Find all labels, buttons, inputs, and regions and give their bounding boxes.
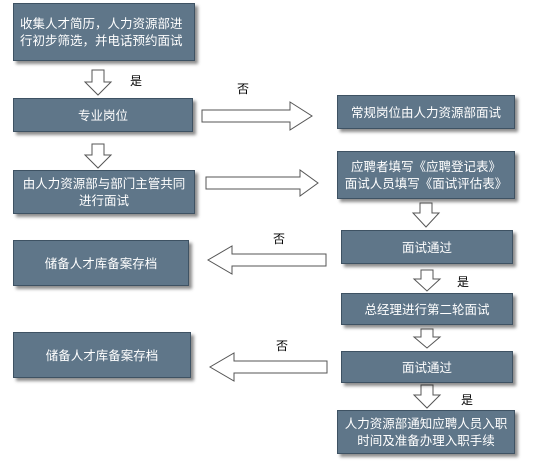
down-arrow-icon: [412, 269, 442, 292]
yes-label: 是: [457, 275, 470, 289]
gm-second-round-box: 总经理进行第二轮面试: [341, 293, 513, 325]
right-arrow-icon: [205, 169, 319, 197]
notify-onboarding-text: 人力资源部通知应聘人员入职 时间及准备办理入职手续: [344, 416, 508, 448]
regular-position-box: 常规岗位由人力资源部面试: [337, 95, 515, 129]
collect-resumes-box: 收集人才简历，人力资源部进 行初步筛选，并电话预约面试: [13, 3, 195, 61]
fill-forms-text: 应聘者填写《应聘登记表》 面试人员填写《面试评估表》: [344, 159, 508, 191]
talent-pool-archive-text-1: 储备人才库备案存档: [44, 255, 158, 271]
notify-onboarding-box: 人力资源部通知应聘人员入职 时间及准备办理入职手续: [337, 410, 515, 454]
down-arrow-icon: [411, 202, 441, 228]
down-arrow-icon: [412, 384, 442, 409]
yes-label: 是: [461, 393, 474, 407]
left-arrow-icon: [207, 245, 327, 275]
right-arrow-icon: [201, 101, 313, 131]
interview-passed-box-1: 面试通过: [341, 230, 513, 264]
talent-pool-archive-box-1: 储备人才库备案存档: [13, 240, 189, 286]
collect-resumes-text: 收集人才简历，人力资源部进 行初步筛选，并电话预约面试: [20, 16, 183, 48]
joint-interview-text: 由人力资源部与部门主管共同 进行面试: [22, 176, 186, 208]
yes-label: 是: [130, 74, 143, 88]
gm-second-round-text: 总经理进行第二轮面试: [364, 301, 490, 317]
regular-position-text: 常规岗位由人力资源部面试: [350, 104, 501, 120]
down-arrow-icon: [412, 328, 442, 349]
interview-passed-text-1: 面试通过: [401, 239, 452, 255]
down-arrow-icon: [83, 143, 113, 169]
interview-passed-box-2: 面试通过: [341, 351, 513, 383]
fill-forms-box: 应聘者填写《应聘登记表》 面试人员填写《面试评估表》: [337, 151, 515, 199]
professional-position-text: 专业岗位: [77, 107, 128, 123]
professional-position-box: 专业岗位: [13, 98, 193, 132]
interview-passed-text-2: 面试通过: [401, 359, 452, 375]
joint-interview-box: 由人力资源部与部门主管共同 进行面试: [13, 170, 195, 214]
talent-pool-archive-text-2: 储备人才库备案存档: [45, 347, 159, 363]
no-label: 否: [273, 232, 286, 246]
talent-pool-archive-box-2: 储备人才库备案存档: [13, 332, 191, 378]
no-label: 否: [237, 82, 250, 96]
left-arrow-icon: [209, 352, 328, 382]
down-arrow-icon: [83, 69, 113, 96]
no-label: 否: [276, 339, 289, 353]
